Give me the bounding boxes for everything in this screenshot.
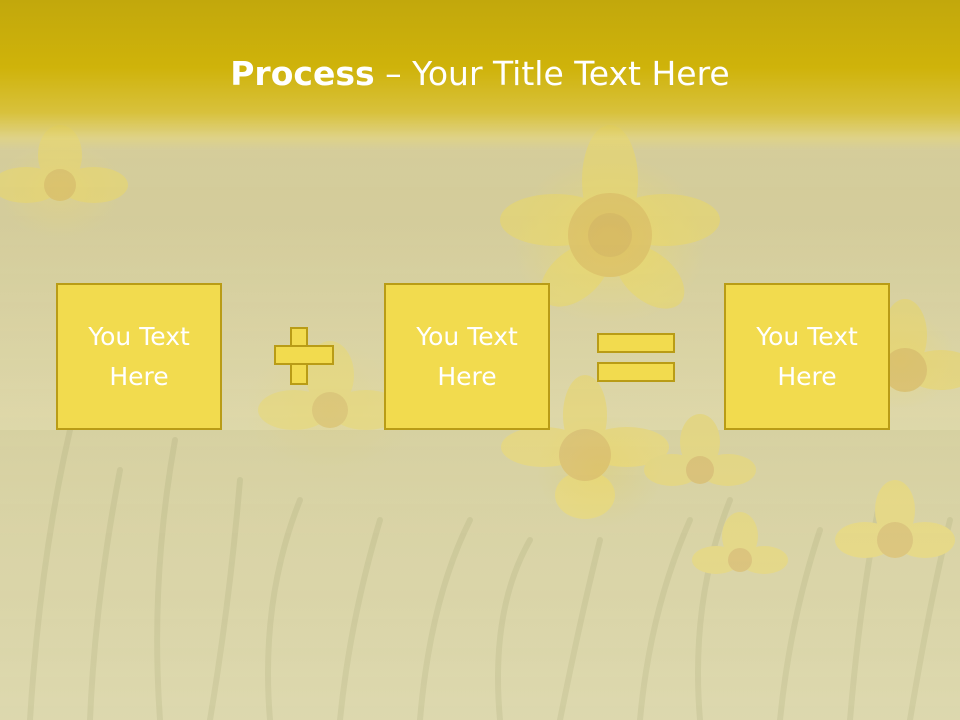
process-box-1[interactable]: You Text Here — [56, 283, 222, 430]
process-box-1-text: You Text Here — [88, 321, 190, 391]
process-box-2[interactable]: You Text Here — [384, 283, 550, 430]
equals-bottom-bar — [597, 362, 675, 382]
process-box-3[interactable]: You Text Here — [724, 283, 890, 430]
process-box-3-text: You Text Here — [756, 321, 858, 391]
title-band — [0, 0, 960, 150]
title-rest: – Your Title Text Here — [374, 54, 730, 93]
slide-title: Process – Your Title Text Here — [0, 52, 960, 96]
title-bold: Process — [230, 54, 375, 93]
process-box-2-text: You Text Here — [416, 321, 518, 391]
plus-center — [292, 347, 306, 363]
equals-top-bar — [597, 333, 675, 353]
